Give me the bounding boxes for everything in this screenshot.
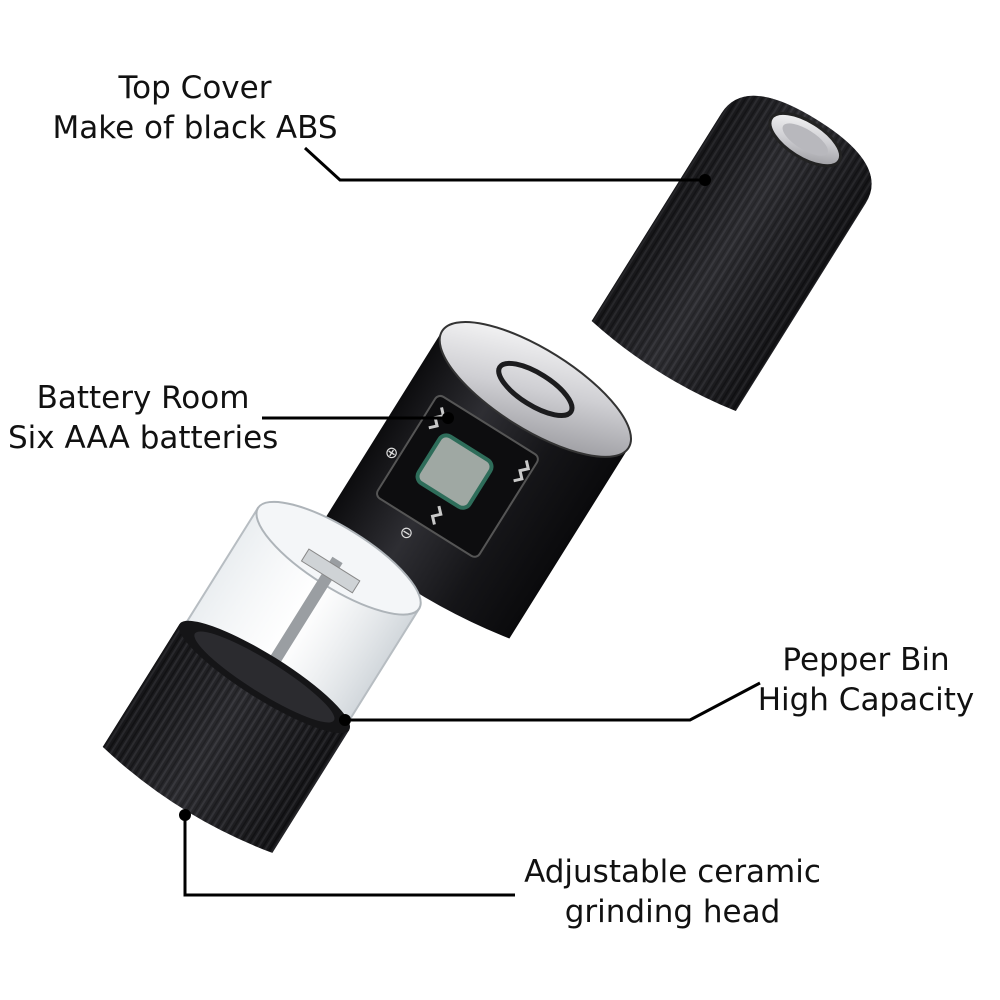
battery-motor bbox=[415, 433, 494, 510]
grinding-head-title: Adjustable ceramic bbox=[524, 854, 821, 890]
pepper-bin-shaft bbox=[263, 556, 343, 674]
leader-grinding-head bbox=[183, 815, 515, 897]
callout-pepper-bin: Pepper Bin High Capacity bbox=[755, 640, 977, 720]
leader-dots bbox=[179, 174, 711, 821]
leader-pepper-bin bbox=[345, 681, 761, 722]
callout-top-cover: Top Cover Make of black ABS bbox=[50, 68, 340, 148]
callout-grinding-head: Adjustable ceramic grinding head bbox=[520, 852, 825, 932]
battery-room-top-plate bbox=[438, 320, 633, 458]
leader-dot-battery-room bbox=[442, 412, 454, 424]
battery-room-part: ⊕ ⊖ bbox=[322, 320, 633, 639]
leader-top-cover bbox=[303, 146, 705, 182]
top-cover-title: Top Cover bbox=[118, 70, 272, 106]
top-cover-part bbox=[591, 95, 872, 412]
grinding-head-detail: grinding head bbox=[564, 894, 781, 930]
leader-dot-pepper-bin bbox=[339, 714, 351, 726]
top-cover-detail: Make of black ABS bbox=[52, 110, 338, 146]
leader-dot-grinding-head bbox=[179, 809, 191, 821]
pepper-bin-part bbox=[102, 500, 422, 853]
leader-dot-top-cover bbox=[699, 174, 711, 186]
leader-lines bbox=[183, 146, 761, 897]
pepper-bin-detail: High Capacity bbox=[757, 682, 975, 718]
callout-battery-room: Battery Room Six AAA batteries bbox=[8, 378, 278, 458]
battery-room-title: Battery Room bbox=[36, 380, 250, 416]
pepper-bin-title: Pepper Bin bbox=[782, 642, 950, 678]
battery-room-detail: Six AAA batteries bbox=[8, 420, 279, 456]
